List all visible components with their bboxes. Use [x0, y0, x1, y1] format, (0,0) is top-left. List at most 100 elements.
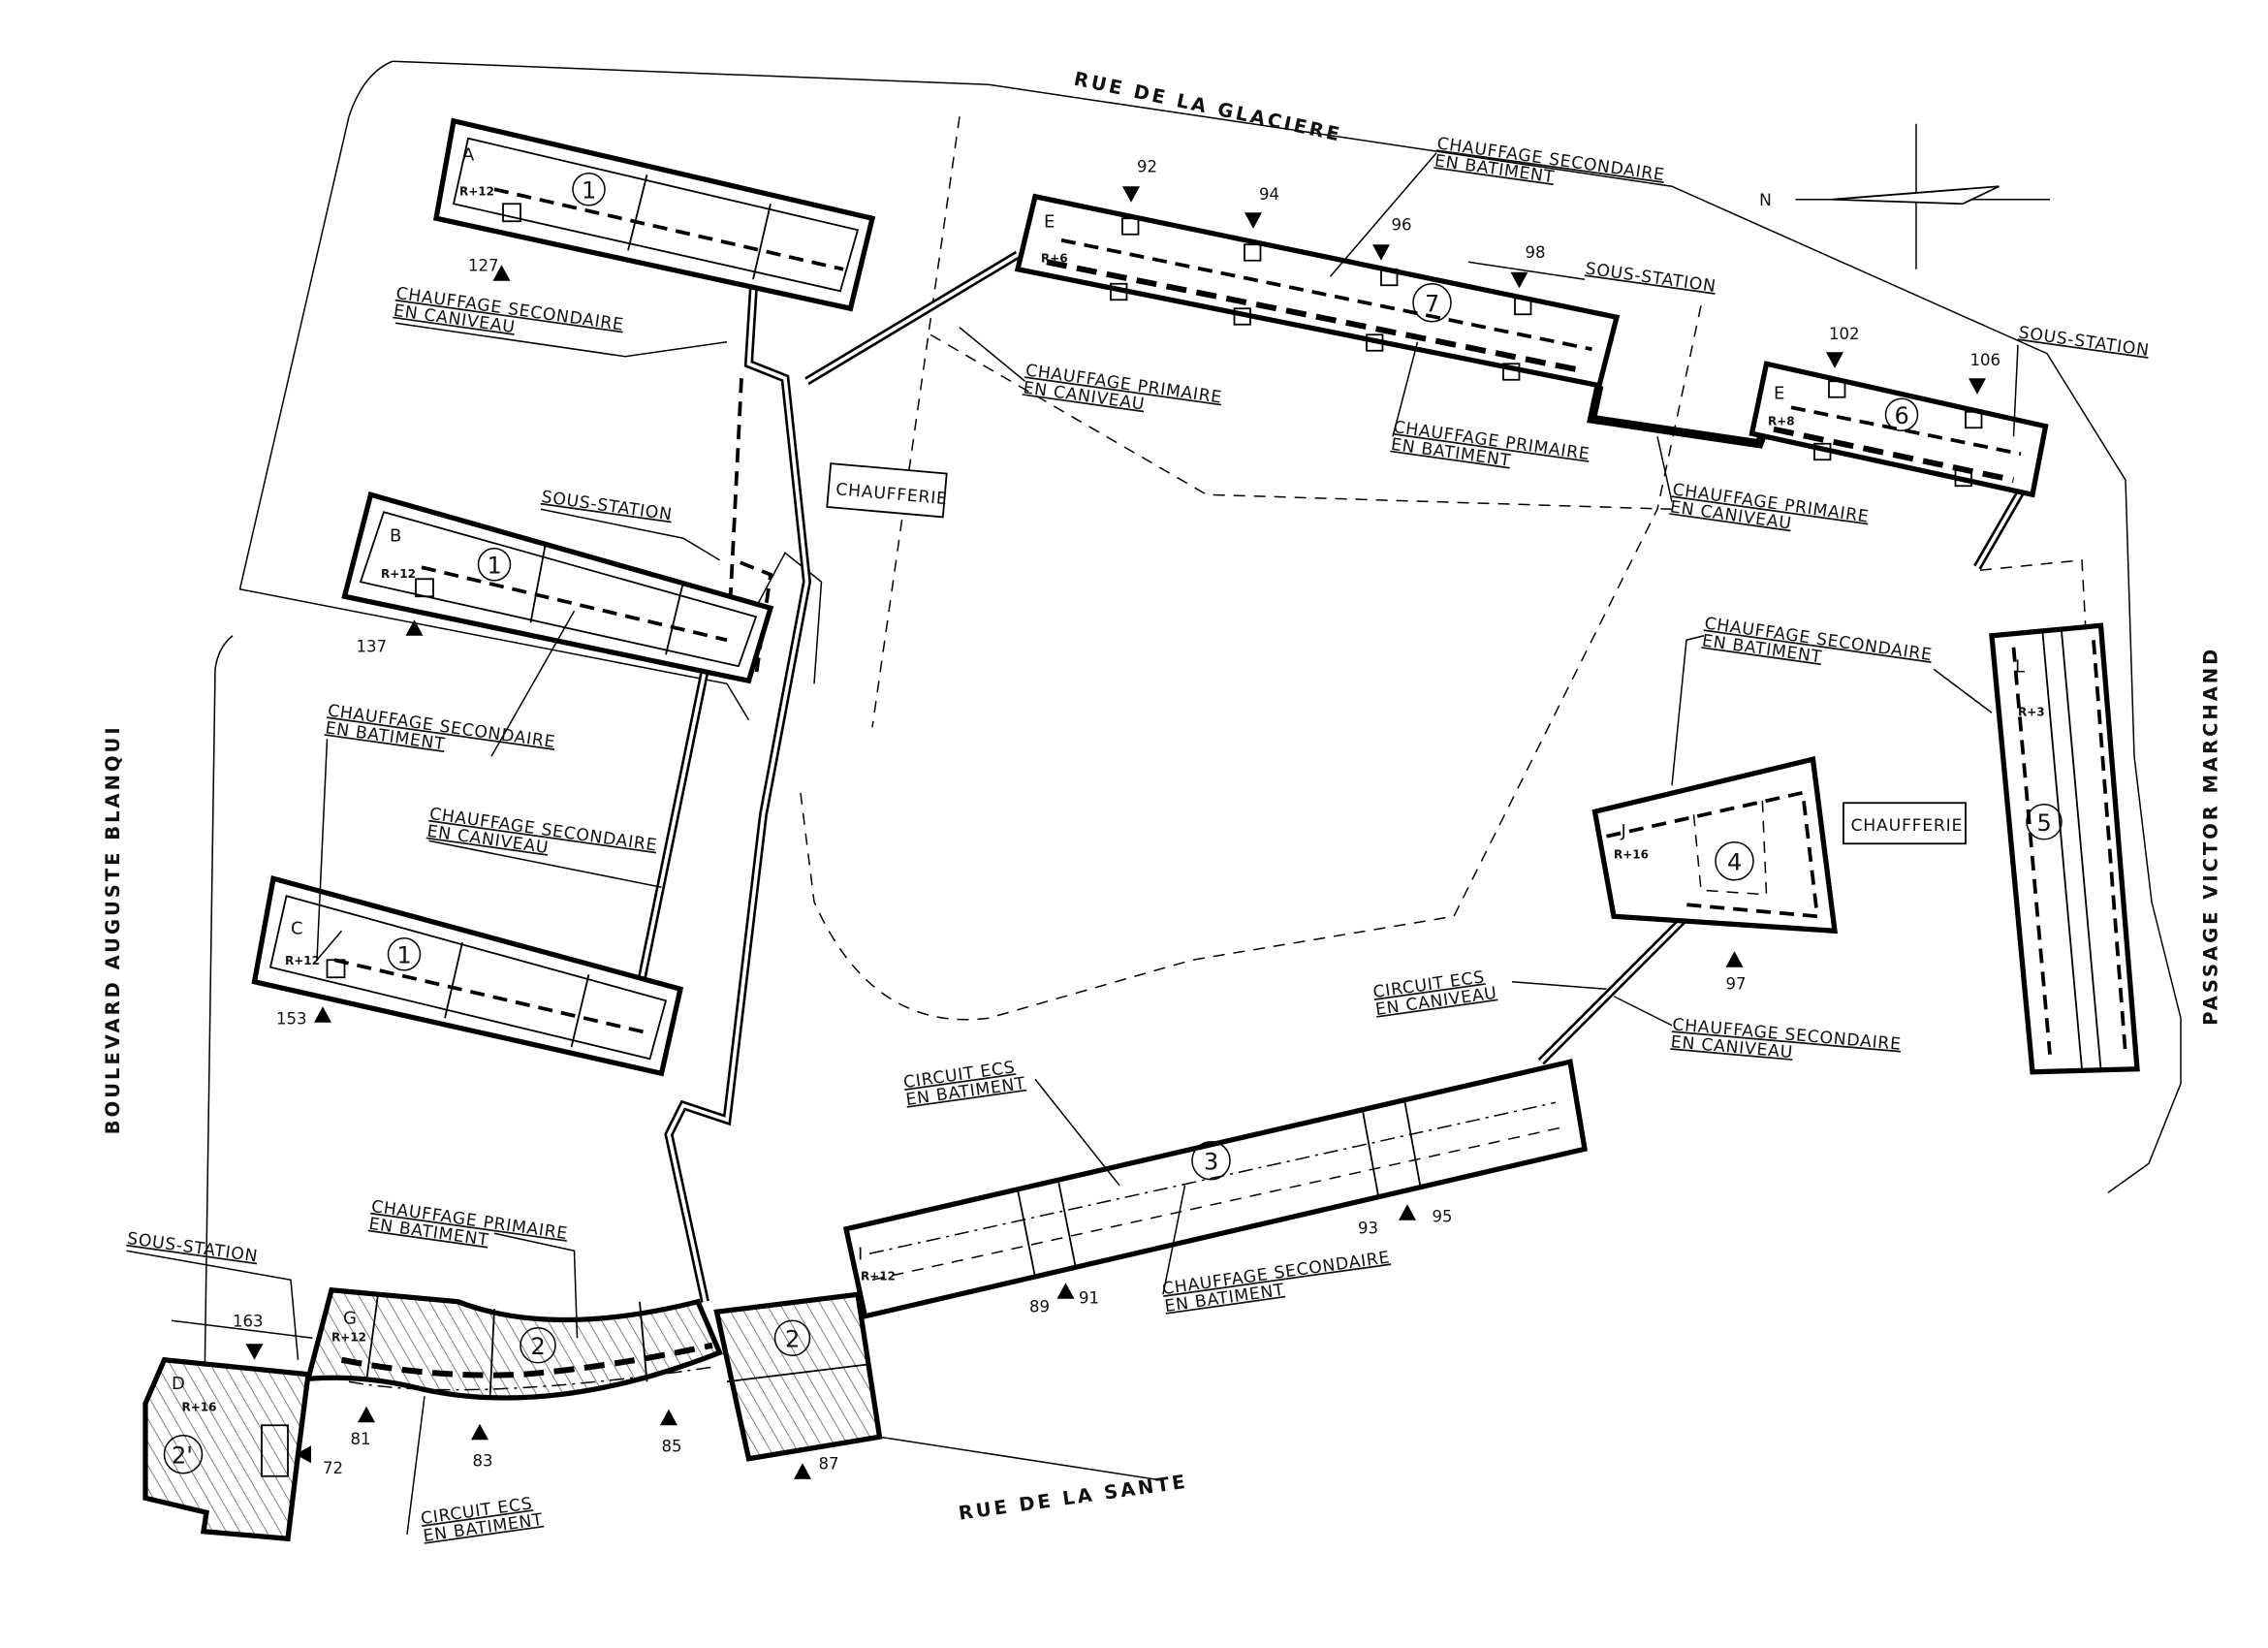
building-number: 2': [172, 1442, 193, 1469]
building-2-annex[interactable]: 2: [713, 1291, 883, 1462]
survey-marker-icon: [1969, 378, 1986, 395]
leader-line: [1467, 261, 1586, 280]
street-boulevard-auguste-blanqui: BOULEVARD AUGUSTE BLANQUI: [102, 724, 124, 1134]
leader-line: [406, 1396, 425, 1535]
north-label: N: [1759, 191, 1773, 210]
building-number: 6: [1895, 402, 1909, 429]
street-rue-de-la-glaciere: RUE DE LA GLACIERE: [1072, 68, 1344, 146]
building-A[interactable]: A R+12 1: [432, 117, 876, 312]
building-level: R+12: [861, 1269, 896, 1283]
point-number: 163: [233, 1312, 264, 1330]
building-number: 2: [531, 1333, 546, 1360]
point-number: 91: [1079, 1288, 1099, 1307]
point-number: 72: [323, 1459, 343, 1477]
building-number: 1: [488, 552, 502, 579]
building-level: R+12: [459, 184, 494, 198]
survey-marker-icon: [1510, 271, 1528, 289]
point-number: 81: [351, 1430, 371, 1448]
north-arrow: N: [1759, 123, 2050, 269]
point-number: 96: [1392, 215, 1412, 234]
leader-line: [394, 322, 728, 358]
building-number: 3: [1204, 1148, 1218, 1175]
building-number: 5: [2037, 809, 2052, 837]
leader-line: [1671, 635, 1993, 786]
building-level: R+6: [1041, 251, 1068, 265]
survey-marker-icon: [358, 1406, 375, 1423]
leader-line: [1392, 341, 1419, 437]
leader-line: [1329, 152, 1437, 277]
annotation-line1: SOUS-STATION: [126, 1229, 260, 1267]
building-letter: C: [291, 918, 303, 938]
leader-line: [959, 327, 1025, 382]
building-J-4[interactable]: J R+16 4: [1591, 756, 1839, 935]
point-number: 89: [1029, 1297, 1050, 1315]
building-letter: D: [172, 1374, 185, 1394]
building-D-2prime[interactable]: D R+16 2': [142, 1319, 313, 1542]
point-number: 98: [1526, 243, 1546, 262]
building-G-2[interactable]: G R+12 2: [304, 1286, 723, 1401]
building-E-7[interactable]: E R+6 7: [1014, 193, 1621, 389]
point-number: 97: [1726, 974, 1747, 993]
building-I-3[interactable]: I R+12 3: [842, 1059, 1588, 1319]
building-level: R+3: [2018, 705, 2045, 718]
building-letter: J: [1621, 821, 1626, 841]
leader-line: [428, 840, 662, 888]
building-level: R+12: [331, 1330, 366, 1344]
street-rue-de-la-sante: RUE DE LA SANTE: [957, 1471, 1189, 1525]
leader-line: [540, 508, 720, 561]
leader-line: [1034, 1078, 1120, 1187]
survey-marker-icon: [492, 265, 511, 281]
leader-line: [1511, 981, 1607, 990]
annotation-callout: SOUS-STATION: [2012, 323, 2151, 437]
annotation-line1: SOUS-STATION: [1584, 259, 1717, 297]
building-letter: E: [1044, 211, 1055, 232]
annotation-line1: SOUS-STATION: [540, 488, 674, 525]
building-B[interactable]: B R+12 1: [341, 491, 774, 684]
annotation-callout: SOUS-STATION: [1467, 259, 1717, 297]
site-boundary: [203, 60, 2182, 1481]
building-letter: A: [462, 144, 475, 165]
chaufferie-box-1: CHAUFFERIE: [826, 462, 948, 519]
street-passage-victor-marchand: PASSAGE VICTOR MARCHAND: [2200, 647, 2222, 1026]
point-number: 95: [1433, 1207, 1453, 1225]
leader-line: [1162, 1185, 1186, 1295]
survey-marker-icon: [794, 1463, 811, 1479]
leader-line: [126, 1250, 299, 1360]
building-number: 1: [397, 941, 412, 968]
building-number: 4: [1727, 848, 1742, 875]
point-number: 93: [1358, 1219, 1378, 1237]
survey-marker-icon: [1372, 244, 1390, 261]
annotation-callout: SOUS-STATION: [126, 1229, 299, 1360]
building-L-5[interactable]: L R+3 5: [1989, 622, 2140, 1075]
point-number: 137: [357, 637, 388, 655]
leader-line: [1613, 996, 1673, 1027]
point-number: 106: [1970, 351, 2001, 369]
leader-line: [493, 1232, 579, 1339]
survey-marker-icon: [1122, 186, 1140, 203]
building-E-6[interactable]: E R+8 6: [1748, 361, 2049, 498]
building-number: 1: [582, 176, 596, 204]
point-number: 102: [1829, 325, 1860, 343]
building-C[interactable]: C R+12 1: [251, 874, 684, 1077]
point-number: 94: [1259, 185, 1279, 204]
survey-marker-icon: [1399, 1204, 1416, 1220]
building-letter: B: [390, 525, 401, 546]
building-level: R+16: [1614, 847, 1649, 861]
chaufferie-box-2: CHAUFFERIE: [1843, 802, 1967, 845]
leader-line: [1656, 436, 1673, 502]
point-number: 153: [276, 1009, 307, 1028]
point-number: 92: [1137, 157, 1157, 175]
survey-marker-icon: [660, 1409, 677, 1426]
chaufferie-label: CHAUFFERIE: [1851, 816, 1964, 836]
leader-line: [316, 610, 576, 963]
point-number: 85: [662, 1437, 682, 1455]
building-level: R+8: [1768, 414, 1795, 428]
building-letter: I: [858, 1244, 863, 1264]
